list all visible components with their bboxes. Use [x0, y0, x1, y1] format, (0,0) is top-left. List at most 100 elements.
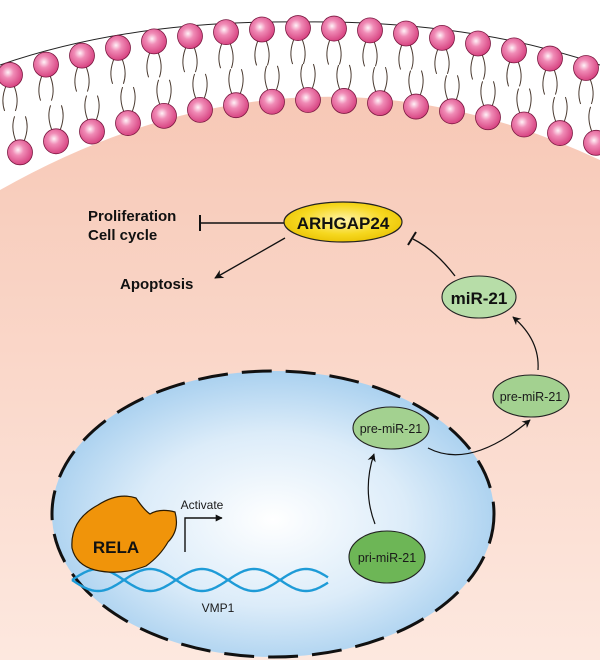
apoptosis-label: Apoptosis	[120, 276, 193, 293]
lipid-tail	[2, 84, 7, 112]
phospholipid-head-outer	[0, 62, 23, 88]
lipid-tail	[300, 63, 305, 91]
inhibit-bar-arhgap24	[407, 231, 417, 246]
lipid-tail	[48, 105, 53, 132]
phospholipid-head-inner	[439, 98, 465, 125]
lipid-tail	[95, 95, 100, 122]
lipid-tail	[167, 79, 172, 107]
phospholipid-head-outer	[537, 45, 563, 72]
lipid-tail	[311, 63, 316, 91]
lipid-tail	[290, 37, 295, 65]
lipid-tail	[373, 40, 378, 67]
pre-mir21-cyto-label: pre-miR-21	[500, 390, 563, 404]
lipid-tail	[362, 40, 367, 67]
phospholipid-head-outer	[213, 19, 239, 46]
phospholipid-head-inner	[583, 129, 600, 156]
dna-strand	[71, 567, 329, 593]
phospholipid-head-outer	[465, 30, 491, 57]
lipid-tail	[146, 51, 151, 78]
lipid-tail	[383, 66, 388, 94]
lipid-tail	[434, 47, 439, 75]
vmp1-label: VMP1	[202, 601, 235, 615]
lipid-tail	[193, 45, 198, 73]
phospholipid-head-outer	[33, 51, 59, 78]
lipid-tail	[203, 73, 208, 101]
arrow-arhgap24-apoptosis	[214, 237, 286, 279]
proliferation-label: Proliferation	[88, 208, 176, 225]
dna-strand	[71, 567, 329, 593]
node-pre-mir21-cytoplasm: pre-miR-21	[492, 374, 570, 418]
lipid-tail	[121, 57, 126, 84]
phospholipid-head-inner	[475, 104, 501, 131]
lipid-tail	[336, 64, 341, 92]
phospholipid-head-inner	[79, 118, 105, 145]
phospholipid-head-outer	[357, 17, 383, 44]
lipid-tail	[542, 68, 547, 95]
lipid-tail	[553, 68, 558, 95]
rela-label: RELA	[93, 538, 139, 557]
pre-mir21-nuc-label: pre-miR-21	[360, 422, 423, 436]
lipid-tail	[563, 96, 568, 124]
lipid-tail	[301, 37, 306, 65]
lipid-tail	[229, 41, 234, 69]
phospholipid-head-inner	[223, 92, 249, 119]
arrow-pri-to-pre-mir21	[367, 453, 376, 525]
lipid-tail	[157, 51, 162, 78]
pri-mir21-label: pri-miR-21	[358, 551, 416, 565]
lipid-tail	[131, 86, 136, 114]
lipid-tail	[192, 73, 197, 101]
node-arhgap24: ARHGAP24	[283, 201, 403, 243]
cell-cycle-label: Cell cycle	[88, 227, 157, 244]
node-mir21: miR-21	[441, 275, 517, 319]
lipid-tail	[506, 60, 511, 87]
phospholipid-head-inner	[187, 96, 213, 123]
phospholipid-head-outer	[285, 15, 311, 41]
lipid-tail	[480, 81, 485, 108]
lipid-tail	[228, 69, 233, 96]
lipid-tail	[110, 57, 115, 84]
lipid-tail	[444, 75, 449, 102]
phospholipid-head-inner	[7, 139, 33, 166]
lipid-tail	[589, 77, 594, 105]
lipid-tail	[445, 47, 450, 75]
lipid-tail	[218, 41, 223, 69]
lipid-tail	[588, 106, 593, 134]
mir21-label: miR-21	[451, 289, 508, 308]
lipid-tail	[578, 77, 583, 105]
phospholipid-head-outer	[105, 34, 131, 61]
lipid-tail	[74, 65, 79, 92]
phospholipid-head-inner	[115, 110, 141, 136]
phospholipid-head-inner	[43, 128, 69, 155]
lipid-tail	[59, 105, 64, 132]
arrow-pre-mir21-to-mir21	[512, 316, 539, 371]
node-pre-mir21-nucleus: pre-miR-21	[352, 406, 430, 450]
phospholipid-head-inner	[403, 93, 429, 120]
node-pri-mir21: pri-miR-21	[348, 530, 426, 584]
lipid-tail	[470, 53, 475, 80]
lipid-tail	[38, 74, 43, 101]
transcription-start-arrow	[184, 514, 223, 552]
nuclear-envelope	[50, 369, 496, 659]
phospholipid-head-inner	[367, 90, 393, 117]
phospholipid-head-outer	[573, 55, 599, 81]
lipid-tail	[347, 64, 352, 92]
phospholipid-head-inner	[259, 88, 285, 115]
phospholipid-head-outer	[393, 20, 419, 47]
lipid-tail	[372, 66, 377, 94]
lipid-tail	[527, 88, 532, 115]
lipid-tail	[13, 84, 18, 112]
activate-label: Activate	[181, 498, 224, 512]
phospholipid-head-inner	[295, 87, 321, 113]
phospholipid-head-outer	[429, 24, 455, 51]
lipid-tail	[120, 86, 125, 114]
lipid-tail	[455, 75, 460, 102]
phospholipid-head-inner	[151, 102, 177, 129]
lipid-tail	[409, 43, 414, 70]
arhgap24-label: ARHGAP24	[297, 214, 390, 233]
lipid-tail	[517, 60, 522, 87]
phospholipid-head-outer	[69, 42, 95, 69]
phospholipid-head-inner	[331, 88, 357, 114]
vmp1-dna-helix	[71, 567, 329, 593]
lipid-tail	[326, 38, 331, 65]
